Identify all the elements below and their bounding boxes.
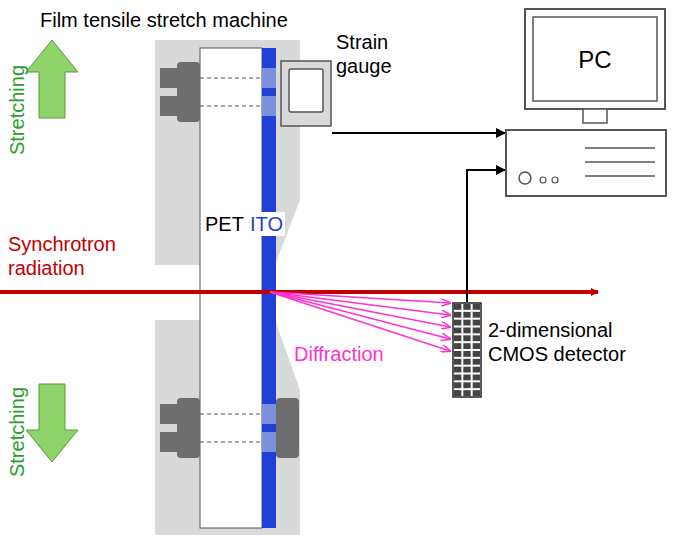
pixel-cell [454, 351, 461, 357]
strain-gauge: Strain gauge [280, 60, 332, 127]
pixel-cell [454, 335, 461, 341]
pc-label: PC [533, 46, 657, 74]
gauge-body [281, 61, 331, 126]
stretch-label: Stretching [5, 377, 29, 487]
pixel-cell [454, 390, 461, 396]
pixel-cell [463, 320, 470, 326]
pixel-cell [454, 343, 461, 349]
pixel-cell [463, 343, 470, 349]
gauge-display [289, 69, 323, 112]
gauge-label: Strain gauge [336, 30, 426, 78]
pc-computer: PC [505, 8, 667, 198]
pc-tower [506, 130, 666, 196]
stretch-arrow-up [26, 40, 78, 118]
diffraction-label: Diffraction [294, 342, 384, 366]
upper-clamp [160, 62, 276, 122]
pixel-cell [454, 382, 461, 388]
pixel-cell [454, 312, 461, 318]
cmos-detector: 2-dimensional CMOS detector [452, 302, 482, 398]
monitor-screen [533, 17, 657, 101]
drive-slot [585, 161, 655, 163]
led [540, 177, 546, 183]
pet-label: PET [205, 212, 244, 236]
pixel-cell [463, 351, 470, 357]
pixel-cell [463, 375, 470, 381]
stretch-label: Stretching [5, 55, 29, 165]
pixel-cell [463, 304, 470, 310]
beam-label: Synchrotron radiation [8, 232, 148, 280]
pixel-cell [473, 304, 480, 310]
ito-label: ITO [248, 212, 285, 236]
pixel-cell [473, 359, 480, 365]
pixel-cell [473, 375, 480, 381]
pixel-cell [454, 367, 461, 373]
pixel-cell [454, 375, 461, 381]
detector-label: 2-dimensional CMOS detector [488, 318, 648, 366]
pixel-cell [473, 382, 480, 388]
pixel-cell [473, 335, 480, 341]
pixel-cell [473, 343, 480, 349]
gauge-shape [280, 60, 332, 127]
pixel-cell [463, 328, 470, 334]
drive-slot [585, 147, 655, 149]
pixel-cell [463, 382, 470, 388]
pixel-cell [463, 312, 470, 318]
pixel-cell [454, 328, 461, 334]
detector-shape [452, 302, 482, 398]
signal-arrow [467, 170, 505, 302]
pixel-cell [473, 312, 480, 318]
pixel-cell [473, 351, 480, 357]
pixel-cell [473, 390, 480, 396]
monitor-frame [525, 9, 665, 109]
pixel-cell [463, 367, 470, 373]
pc-shape [505, 8, 667, 198]
pet-film [200, 48, 262, 528]
pixel-cell [473, 367, 480, 373]
ito-layer [262, 48, 276, 528]
signal-arrow [332, 132, 505, 134]
pixel-cell [454, 359, 461, 365]
led [552, 177, 558, 183]
pixel-cell [454, 304, 461, 310]
pixel-cell [454, 320, 461, 326]
drive-slot [585, 175, 655, 177]
pixel-cell [463, 335, 470, 341]
lower-clamp [160, 398, 299, 458]
power-button [519, 172, 531, 184]
diffraction-rays [270, 292, 450, 351]
detector-body [453, 303, 481, 397]
pixel-cell [463, 359, 470, 365]
stretch-arrow-down [26, 384, 78, 462]
pixel-cell [463, 390, 470, 396]
pixel-cell [473, 320, 480, 326]
monitor-stand [583, 109, 607, 123]
diagram-title: Film tensile stretch machine [40, 8, 288, 32]
pixel-cell [473, 328, 480, 334]
